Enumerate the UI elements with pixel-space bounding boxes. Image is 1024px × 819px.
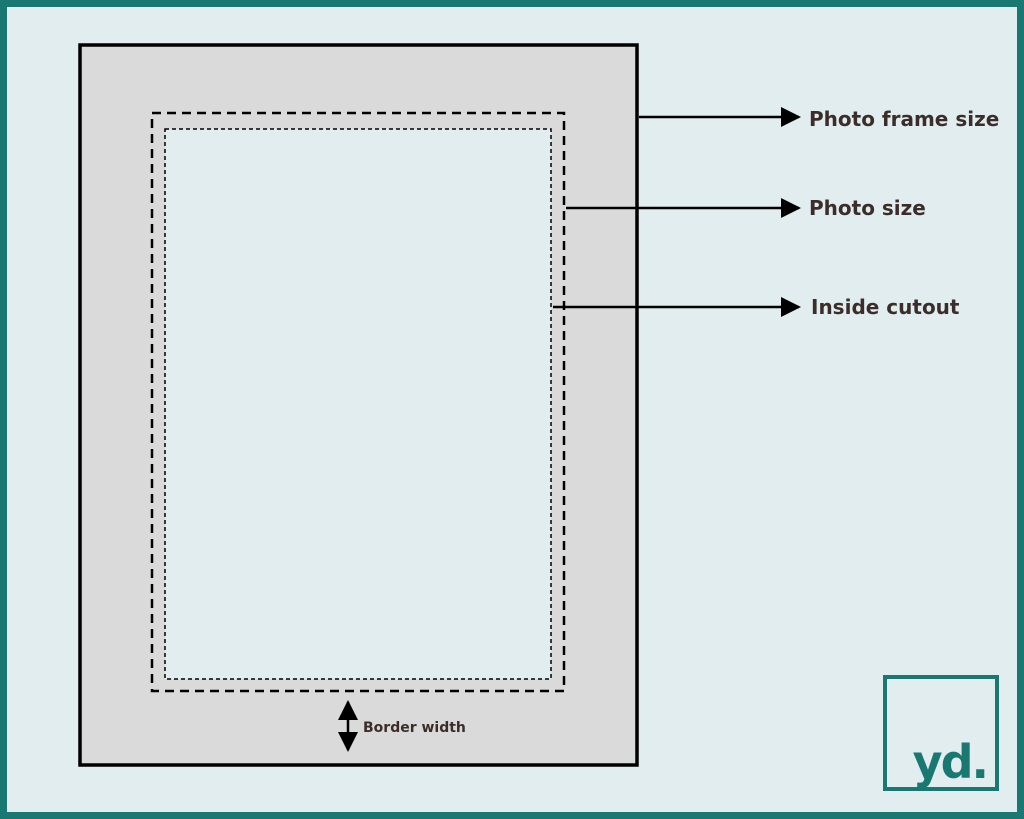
brand-logo-text: yd. <box>912 735 989 789</box>
photo-frame-size-label: Photo frame size <box>809 107 999 131</box>
brand-logo: yd. <box>883 675 999 791</box>
border-width-label: Border width <box>363 720 466 736</box>
inside-cutout-label: Inside cutout <box>811 295 960 319</box>
inside-cutout-outline <box>164 128 552 680</box>
photo-size-label: Photo size <box>809 196 926 220</box>
